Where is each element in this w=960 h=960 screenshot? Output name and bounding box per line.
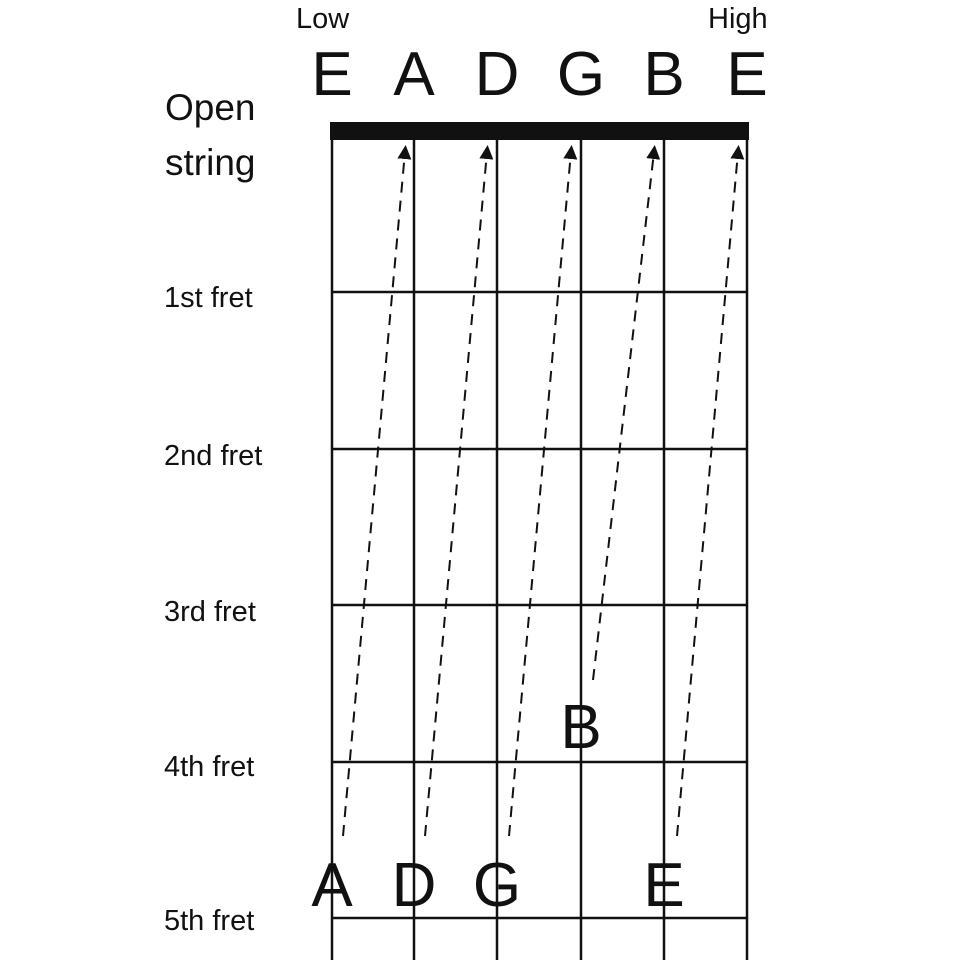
- note-d: D: [392, 851, 437, 920]
- arrow-g-to-open-g: [508, 145, 578, 837]
- frets: [332, 290, 747, 920]
- strings: [330, 140, 749, 960]
- note-a: A: [311, 851, 353, 920]
- string-name-4: G: [557, 40, 605, 109]
- fret-label-5: 5th fret: [164, 905, 254, 937]
- nut: [330, 122, 749, 140]
- arrow-e-to-open-e: [676, 145, 745, 837]
- arrow-a-to-open-a: [342, 145, 412, 837]
- arrow-b-to-open-b: [592, 145, 661, 681]
- note-e: E: [643, 851, 684, 920]
- string-name-6: E: [726, 40, 767, 109]
- arrow-d-to-open-d: [424, 145, 494, 837]
- note-g: G: [473, 851, 521, 920]
- fret-label-2: 2nd fret: [164, 440, 262, 472]
- high-label: High: [708, 3, 768, 35]
- string-name-1: E: [311, 40, 352, 109]
- open-label-line-1: Open: [165, 87, 256, 128]
- fret-label-1: 1st fret: [164, 282, 253, 314]
- string-name-5: B: [643, 40, 684, 109]
- string-name-2: A: [393, 40, 435, 109]
- low-label: Low: [296, 3, 350, 35]
- fret-labels: 1st fret 2nd fret 3rd fret 4th fret 5th …: [164, 282, 262, 937]
- fret-label-3: 3rd fret: [164, 596, 256, 628]
- note-b: B: [560, 693, 601, 762]
- fret-label-4: 4th fret: [164, 751, 254, 783]
- string-name-row: E A D G B E: [311, 40, 767, 109]
- open-label-line-2: string: [165, 142, 255, 183]
- string-name-3: D: [475, 40, 520, 109]
- tuning-arrows: [342, 145, 745, 837]
- tuning-notes: A D G B E: [311, 693, 684, 920]
